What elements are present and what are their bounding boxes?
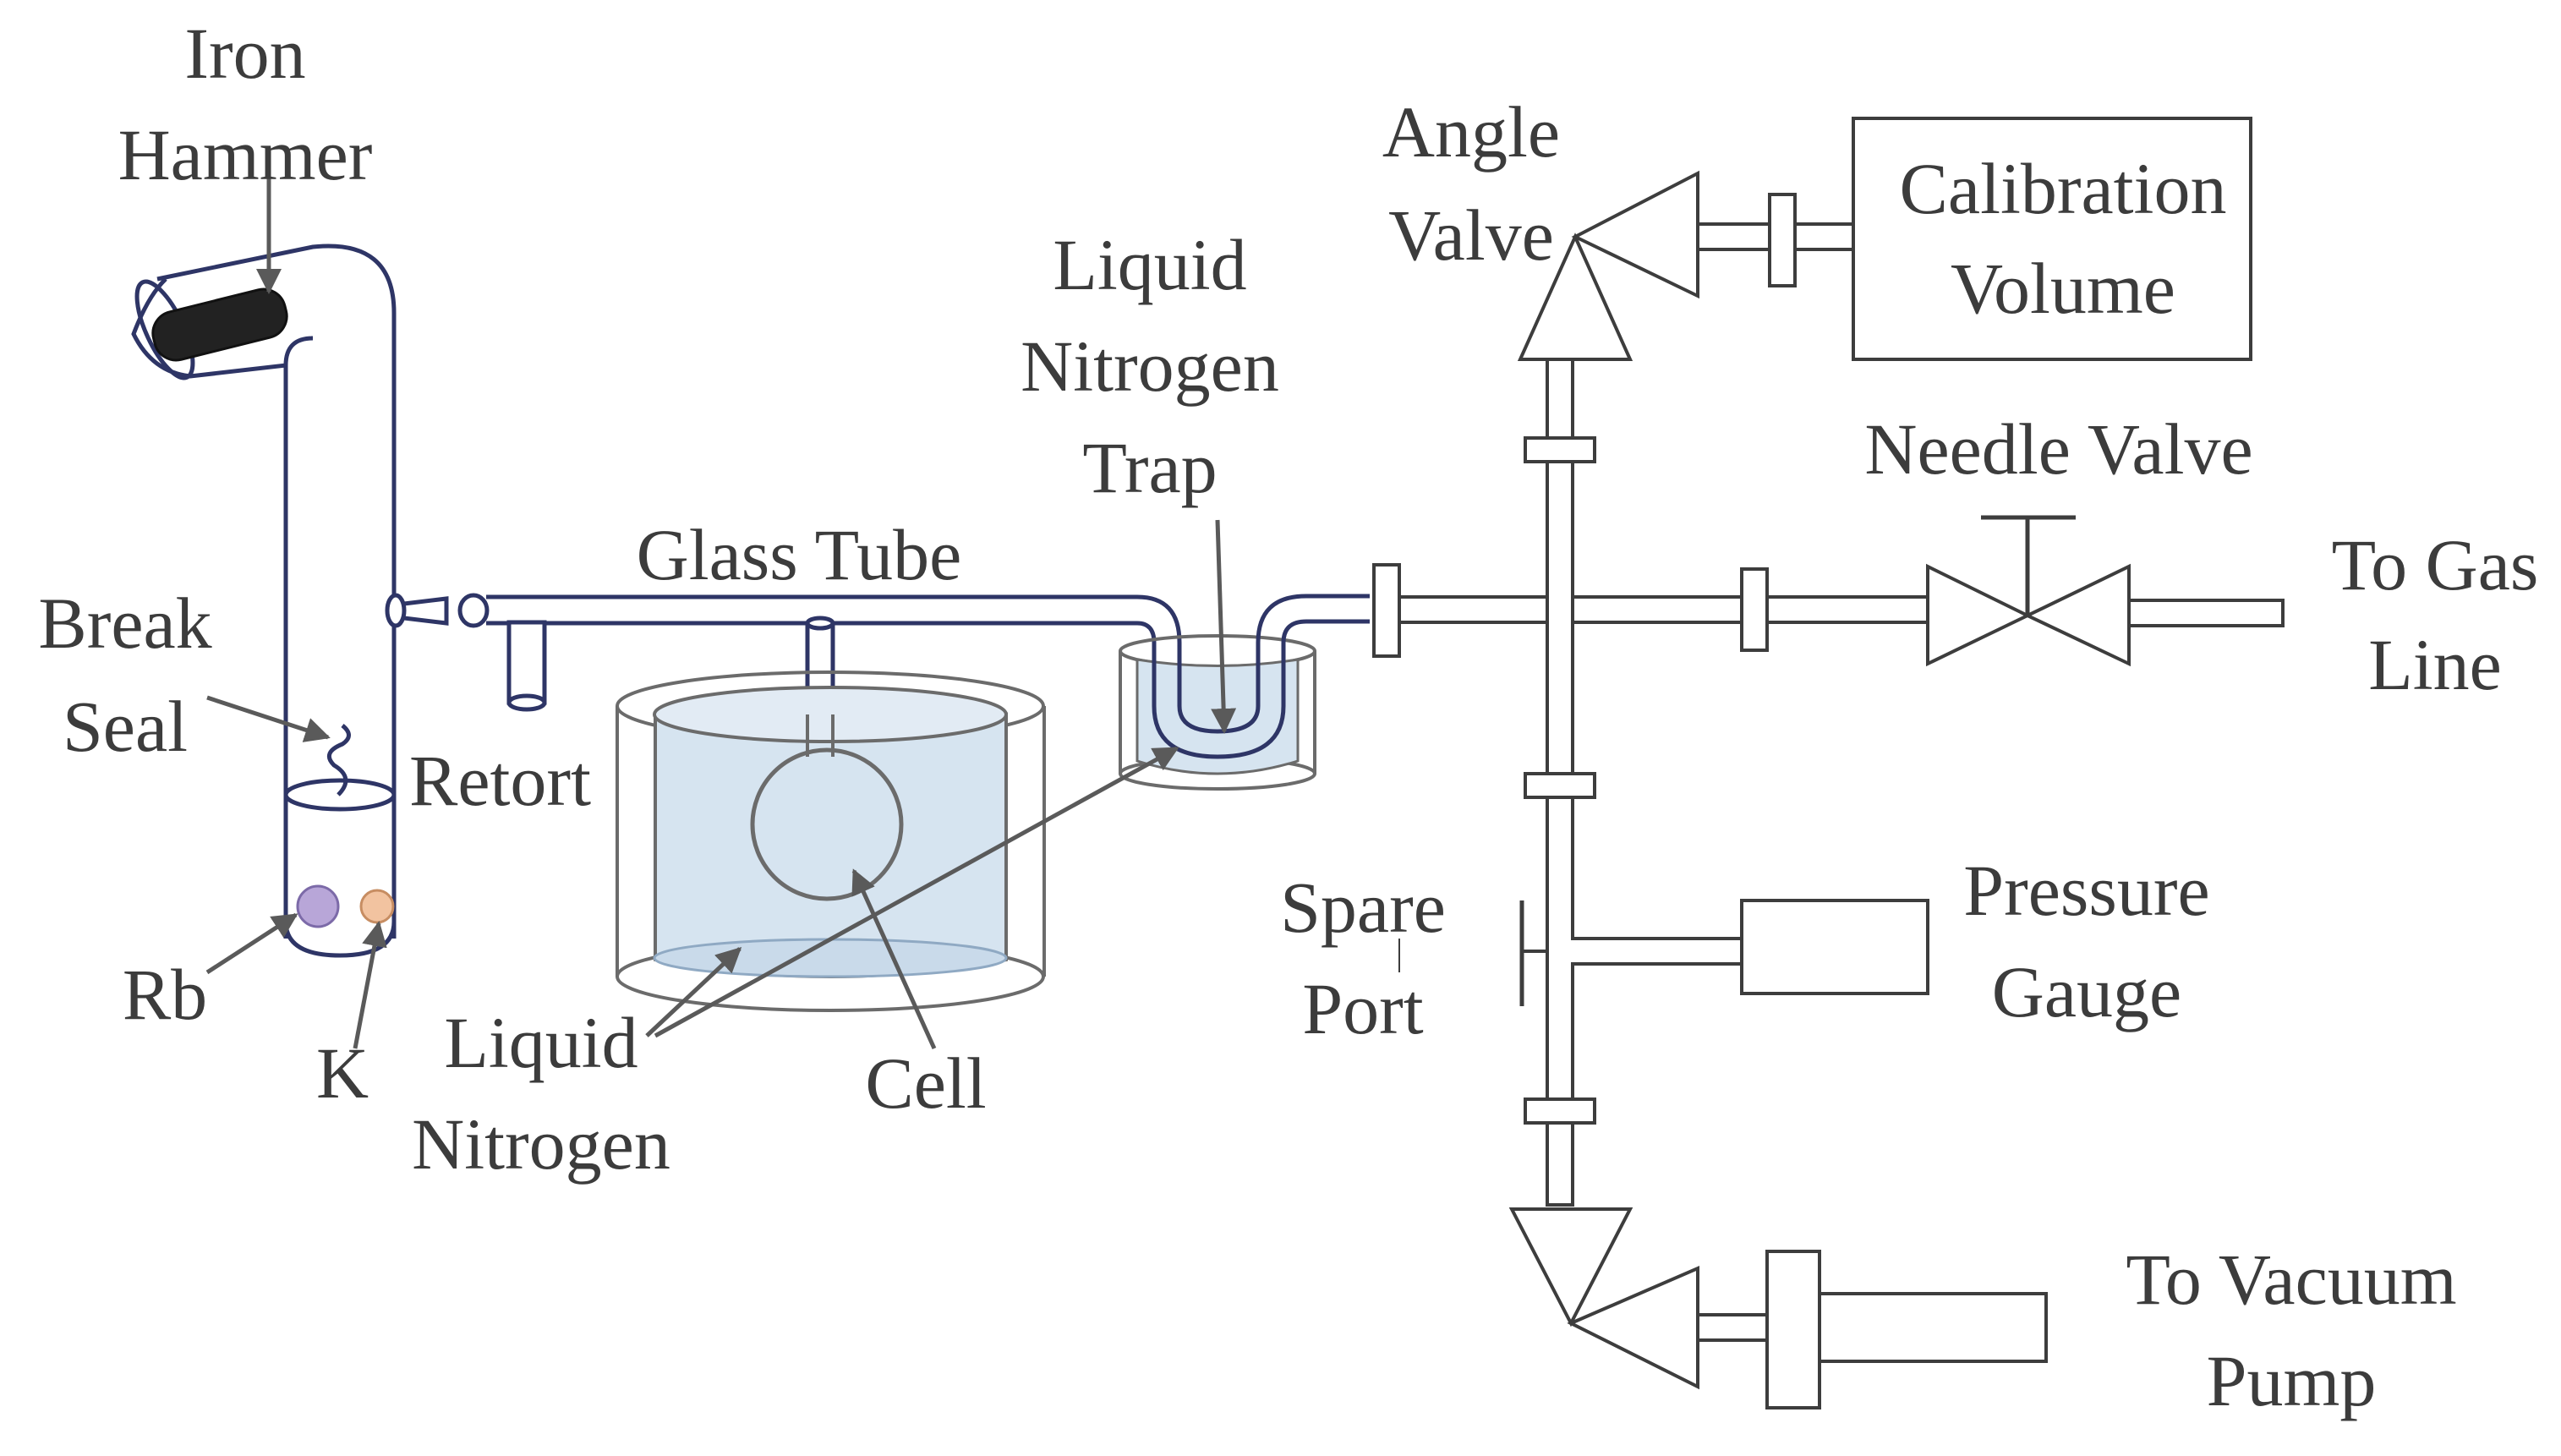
cell-sphere — [750, 747, 904, 901]
retort-assembly — [131, 244, 490, 958]
retort-side-port — [385, 593, 407, 628]
retort-bottom — [283, 921, 397, 958]
hammer-tube — [131, 277, 288, 939]
calibration-flange — [1768, 193, 1797, 287]
label-iron-hammer-1: Iron — [184, 13, 305, 94]
label-ln2-trap-1: Liquid — [1053, 224, 1246, 305]
label-cell: Cell — [865, 1043, 986, 1124]
label-rb: Rb — [123, 954, 207, 1035]
label-pressure-gauge-1: Pressure — [1963, 850, 2209, 931]
tube-stub — [506, 620, 547, 705]
iron-hammer — [151, 287, 288, 362]
spare-port-mask — [1446, 888, 1509, 1023]
label-iron-hammer-2: Hammer — [118, 114, 373, 195]
label-calibration-volume-1: Calibration — [1900, 148, 2227, 229]
label-liquid-nitrogen-2: Nitrogen — [412, 1103, 670, 1185]
label-spare-port-1: Spare — [1280, 867, 1446, 948]
label-angle-valve-2: Valve — [1388, 194, 1554, 276]
vacuum-pump-pipe — [1818, 1292, 2048, 1363]
label-pressure-gauge-2: Gauge — [1992, 951, 2181, 1032]
label-liquid-nitrogen-1: Liquid — [444, 1002, 638, 1083]
dewar — [616, 671, 1046, 1012]
label-ln2-trap-2: Nitrogen — [1021, 326, 1279, 407]
label-to-vacuum-pump-2: Pump — [2207, 1340, 2377, 1421]
label-break-seal-2: Seal — [63, 686, 188, 767]
label-to-vacuum-pump-1: To Vacuum — [2126, 1239, 2456, 1320]
label-glass-tube: Glass Tube — [637, 514, 962, 595]
label-break-seal-1: Break — [38, 583, 211, 664]
pump-flange — [1765, 1250, 1821, 1409]
needle-valve[interactable] — [1926, 515, 2285, 667]
label-needle-valve: Needle Valve — [1864, 408, 2252, 490]
break-seal-wire — [326, 724, 351, 796]
annotation-arrows — [205, 165, 1237, 1050]
angle-valve-bottom[interactable] — [1508, 1207, 2048, 1409]
break-seal-disc — [283, 778, 397, 812]
manifold — [1372, 358, 1929, 1207]
label-angle-valve-1: Angle — [1382, 91, 1560, 172]
rubidium-sphere — [296, 884, 340, 928]
pressure-gauge-box — [1740, 899, 1929, 995]
glass-tube — [486, 594, 1182, 753]
label-spare-port-2: Port — [1302, 968, 1423, 1049]
potassium-sphere — [359, 889, 395, 924]
label-calibration-volume-2: Volume — [1951, 248, 2175, 329]
label-retort: Retort — [409, 740, 591, 821]
label-ln2-trap-3: Trap — [1082, 427, 1217, 508]
label-k: K — [316, 1032, 369, 1114]
calibration-volume-box — [1852, 117, 2252, 361]
trap-flange — [1372, 563, 1401, 658]
label-to-gas-line-1: To Gas — [2332, 524, 2539, 605]
label-to-gas-line-2: Line — [2368, 624, 2502, 705]
angle-valve-top[interactable] — [1517, 170, 1856, 361]
needle-flange — [1740, 567, 1769, 652]
labels: Iron Hammer Break Seal Retort Rb K Glass… — [38, 13, 2538, 1421]
